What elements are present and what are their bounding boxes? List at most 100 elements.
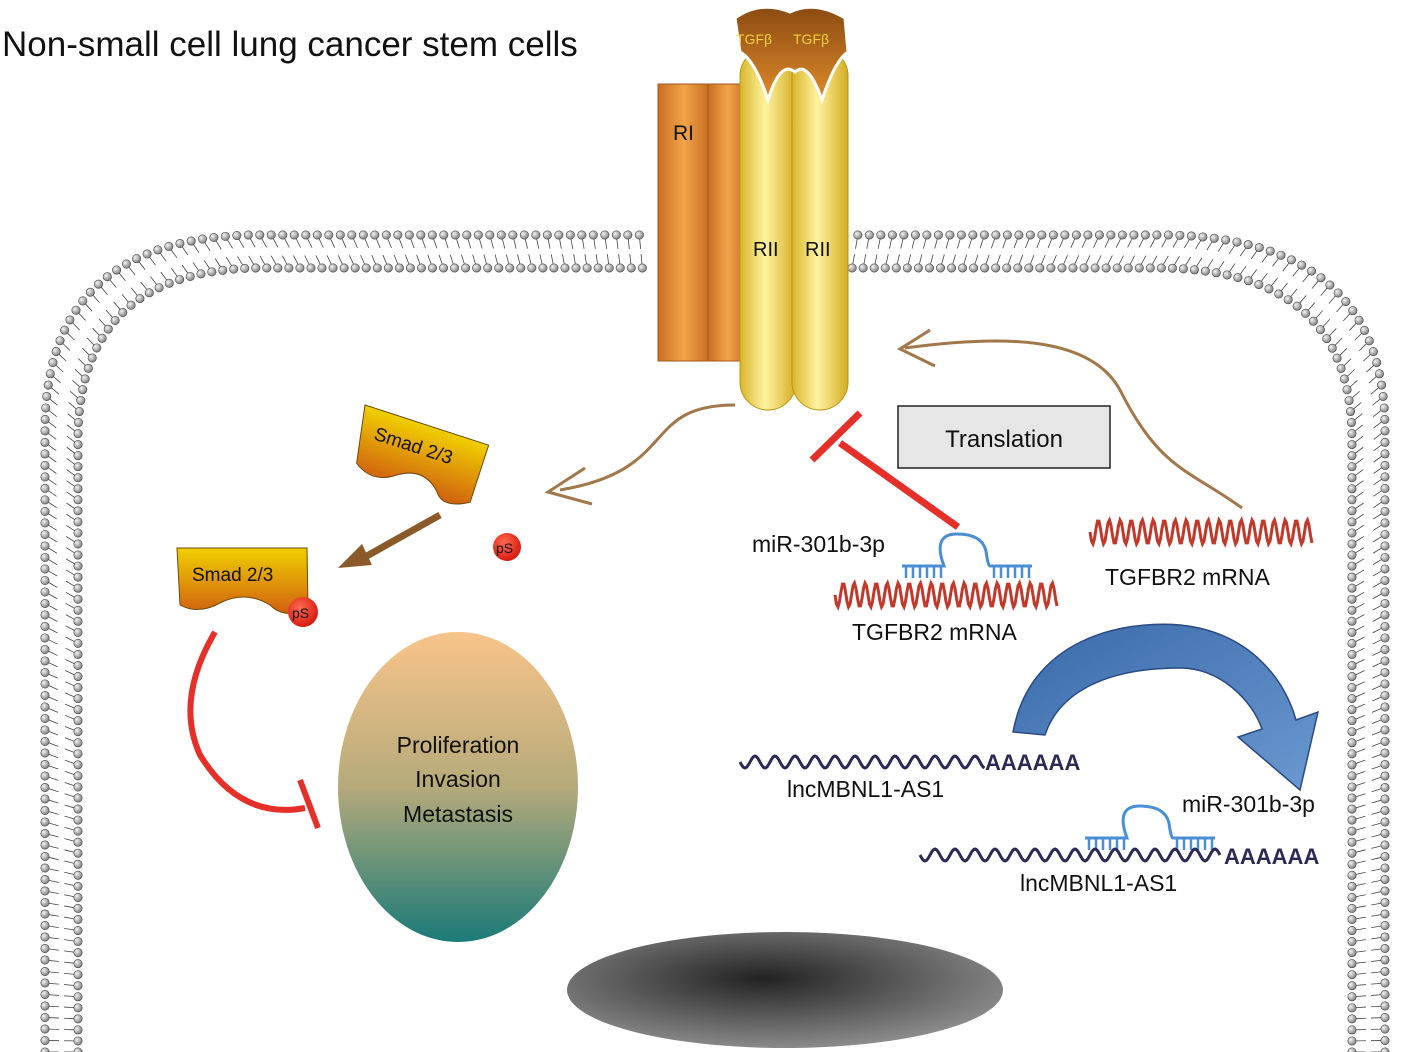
receptor-ri-label: RI xyxy=(673,122,694,145)
lipid-head xyxy=(40,943,50,953)
lipid-head xyxy=(1347,473,1357,483)
lipid-tail xyxy=(889,239,892,249)
lipid-head xyxy=(73,760,83,770)
lipid-head xyxy=(347,230,357,240)
lipid-head xyxy=(1347,528,1357,538)
lipid-tail xyxy=(48,433,57,440)
lipid-tail xyxy=(1371,960,1381,962)
lipid-head xyxy=(1347,804,1357,814)
lipid-tail xyxy=(1355,748,1366,753)
lipid-head xyxy=(370,230,380,240)
lipid-head xyxy=(1347,506,1357,516)
lipid-head xyxy=(1380,863,1390,873)
lipid-tail xyxy=(1320,287,1328,296)
lipid-head xyxy=(405,263,415,273)
lipid-head xyxy=(73,815,83,825)
lipid-head xyxy=(516,263,526,273)
lipid-head xyxy=(1347,793,1357,803)
lipid-tail xyxy=(330,238,336,248)
lipid-tail xyxy=(48,845,59,849)
lipid-tail xyxy=(1356,871,1366,875)
lipid-tail xyxy=(49,948,59,951)
lipid-tail xyxy=(307,238,313,248)
lipid-head xyxy=(869,263,879,273)
lipid-tail xyxy=(49,868,59,872)
lipid-tail xyxy=(1355,849,1366,853)
lipid-tail xyxy=(65,636,75,642)
lipid-head xyxy=(1145,263,1155,273)
lipid-head xyxy=(73,583,83,593)
lipid-tail xyxy=(444,238,449,249)
lipid-head xyxy=(947,263,957,273)
lipid-tail xyxy=(1292,268,1300,277)
lipid-head xyxy=(604,263,614,273)
lipid-head xyxy=(1276,250,1286,260)
lipid-tail xyxy=(513,238,517,249)
lipid-head xyxy=(73,738,83,748)
lipid-tail xyxy=(66,424,76,432)
lipid-head xyxy=(73,937,83,947)
lipid-tail xyxy=(64,759,75,764)
lipid-tail xyxy=(1372,593,1382,600)
lipid-head xyxy=(1380,909,1390,919)
lipid-head xyxy=(450,230,460,240)
lipid-head xyxy=(887,230,897,240)
lipid-head xyxy=(40,564,50,574)
lipid-tail xyxy=(49,1005,60,1008)
lipid-tail xyxy=(64,972,74,975)
lipid-tail xyxy=(1355,670,1365,676)
lipid-head xyxy=(634,230,644,240)
lipid-head xyxy=(73,429,83,439)
lipid-head xyxy=(1347,451,1357,461)
lipid-tail xyxy=(1371,834,1382,838)
lipid-head xyxy=(40,897,50,907)
lipid-tail xyxy=(573,254,576,264)
lipid-head xyxy=(1189,265,1199,275)
lipid-tail xyxy=(517,254,521,265)
lipid-head xyxy=(1380,805,1390,815)
lipid-tail xyxy=(1372,650,1382,656)
lipid-head xyxy=(554,230,564,240)
lipid-tail xyxy=(48,822,59,827)
lipid-tail xyxy=(65,658,75,664)
lipid-tail xyxy=(1373,421,1382,429)
lipid-tail xyxy=(48,536,58,543)
lipid-head xyxy=(1178,264,1188,274)
lipid-tail xyxy=(433,238,438,249)
lipid-tail xyxy=(1372,536,1382,543)
lipid-tail xyxy=(48,765,59,770)
lipid-tail xyxy=(49,891,59,895)
lipid-tail xyxy=(193,244,200,253)
lipid-tail xyxy=(427,254,432,265)
lipid-head xyxy=(519,230,529,240)
lipid-head xyxy=(1265,246,1275,256)
lipid-tail xyxy=(270,255,277,265)
lipid-tail xyxy=(65,647,75,653)
lipid-head xyxy=(40,644,50,654)
mirna-mrna-complex: miR-301b-3p TGFBR2 mRNA xyxy=(752,531,1059,645)
lipid-head xyxy=(40,552,50,562)
lipid-head xyxy=(73,605,83,615)
lipid-tail xyxy=(1239,247,1247,257)
lipid-tail xyxy=(192,262,199,271)
lipid-tail xyxy=(1372,685,1382,690)
lipid-head xyxy=(103,324,113,334)
lipid-head xyxy=(1344,396,1354,406)
lipid-tail xyxy=(1355,536,1365,543)
lipid-tail xyxy=(1229,263,1236,272)
lipid-head xyxy=(73,749,83,759)
lipid-tail xyxy=(1355,770,1366,775)
lipid-head xyxy=(1372,358,1382,368)
lipid-head xyxy=(40,460,50,470)
lipid-head xyxy=(40,414,50,424)
lipid-tail xyxy=(1371,696,1382,702)
lipid-tail xyxy=(416,254,421,265)
lipid-tail xyxy=(65,580,75,587)
lipid-head xyxy=(1347,981,1357,991)
lipid-tail xyxy=(48,685,58,690)
membrane-heads xyxy=(40,230,1390,1052)
lipid-head xyxy=(1347,848,1357,858)
lipid-tail xyxy=(65,625,75,631)
lipid-tail xyxy=(1356,905,1366,909)
lipid-tail xyxy=(48,857,59,861)
